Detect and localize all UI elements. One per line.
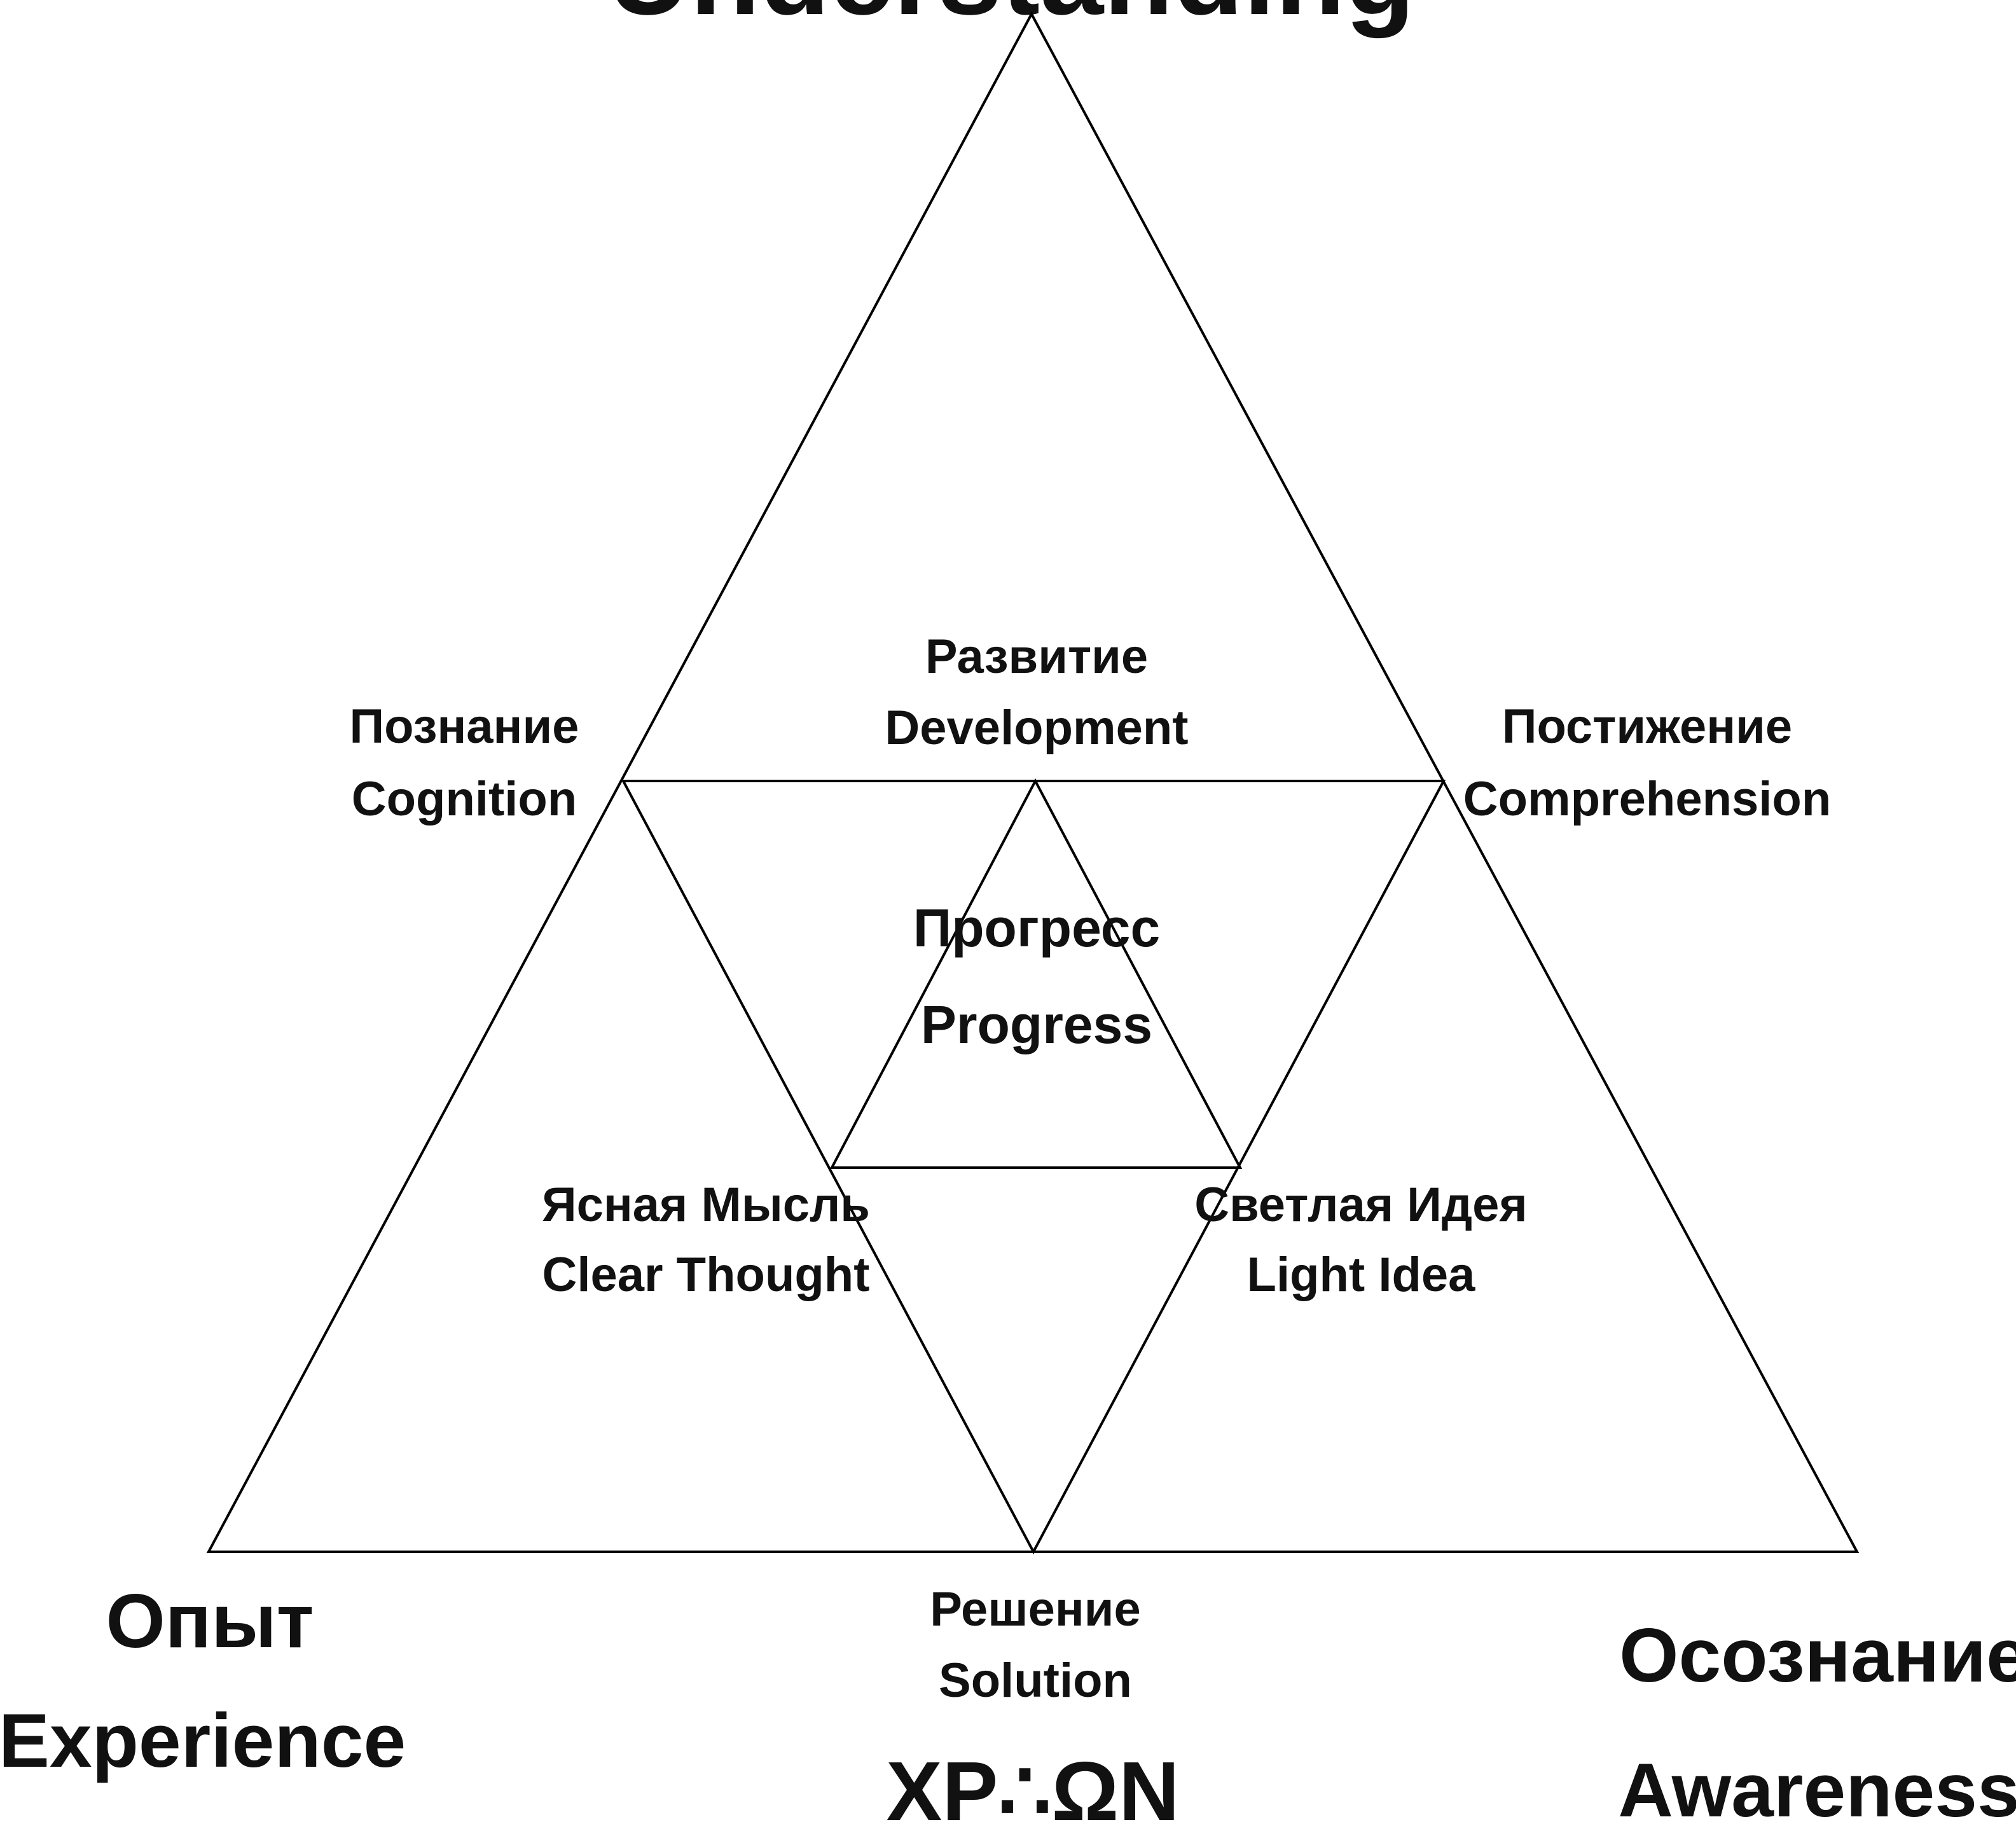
label-light-idea: Светлая Идея Light Idea [1194,1178,1528,1302]
signature-mark: XP∴ΩN [886,1745,1179,1831]
label-clear-thought-en: Clear Thought [542,1248,869,1302]
top-title: Understanding [607,0,1415,39]
label-progress-en: Progress [921,995,1152,1054]
label-cognition: Познание Cognition [350,700,579,826]
label-progress: Прогресс Progress [913,898,1160,1054]
label-comprehension-en: Comprehension [1463,772,1832,826]
label-awareness: Осознание Awareness [1618,1613,2016,1831]
label-awareness-en: Awareness [1618,1748,2016,1831]
label-development-ru: Развитие [925,630,1148,684]
label-comprehension: Постижение Comprehension [1463,700,1832,826]
label-comprehension-ru: Постижение [1502,700,1792,754]
label-light-idea-en: Light Idea [1247,1248,1476,1302]
label-experience-en: Experience [0,1698,406,1783]
label-light-idea-ru: Светлая Идея [1194,1178,1528,1232]
label-progress-ru: Прогресс [913,898,1160,958]
label-awareness-ru: Осознание [1619,1613,2016,1698]
label-development: Развитие Development [885,630,1188,755]
label-solution-en: Solution [939,1654,1132,1708]
label-cognition-ru: Познание [350,700,579,754]
label-experience-ru: Опыт [106,1579,314,1664]
label-clear-thought: Ясная Мысль Clear Thought [542,1178,870,1302]
label-cognition-en: Cognition [352,772,577,826]
label-experience: Опыт Experience [0,1579,406,1783]
label-solution-ru: Решение [930,1582,1141,1636]
inner-triangle [829,778,1243,1169]
label-clear-thought-ru: Ясная Мысль [542,1178,870,1232]
label-development-en: Development [885,701,1188,755]
label-solution: Решение Solution [930,1582,1141,1708]
